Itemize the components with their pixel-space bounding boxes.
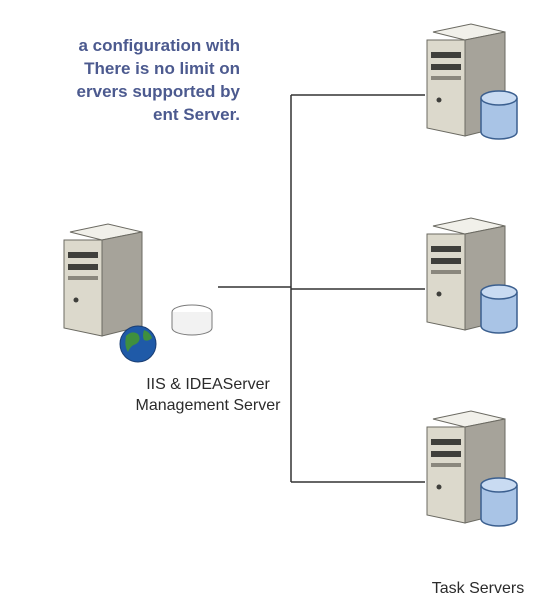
management-server (52, 218, 213, 363)
intro-line-2: There is no limit on (84, 59, 240, 78)
server-tower-icon (63, 223, 143, 337)
database-disk-icon (171, 304, 213, 336)
task-server-1 (425, 18, 535, 143)
task-servers-caption: Task Servers (431, 580, 525, 597)
task-server-3 (425, 405, 535, 530)
management-server-caption-line-1: IIS & IDEAServer (146, 376, 270, 393)
intro-line-1: a configuration with (78, 36, 241, 55)
globe-icon (119, 325, 157, 363)
server-tower-icon (426, 23, 506, 137)
database-cylinder-icon (480, 477, 518, 527)
database-cylinder-icon (480, 90, 518, 140)
intro-text: a configuration with There is no limit o… (0, 34, 240, 154)
management-server-caption: IIS & IDEAServer Management Server (108, 374, 308, 416)
database-cylinder-icon (480, 284, 518, 334)
server-tower-icon (426, 217, 506, 331)
management-server-caption-line-2: Management Server (135, 397, 281, 414)
task-server-2 (425, 212, 535, 337)
intro-line-3: ervers supported by (76, 82, 240, 101)
intro-line-4: ent Server. (153, 105, 240, 124)
